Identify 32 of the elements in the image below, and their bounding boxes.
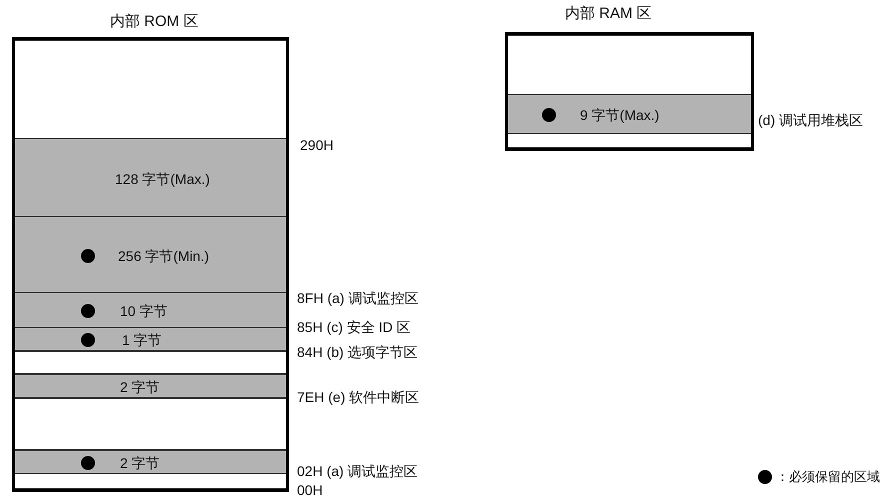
segment-size-label: 2 字节 [120,455,160,471]
required-marker-icon [81,304,95,318]
address-label: (d) 调试用堆栈区 [758,112,863,128]
memory-segment [508,94,751,134]
required-marker-icon [81,249,95,263]
address-label: 8FH (a) 调试监控区 [297,290,418,306]
address-label: 00H [297,482,323,498]
memory-segment [15,351,286,374]
memory-area-title: 内部 RAM 区 [565,6,652,22]
segment-size-label: 9 字节(Max.) [580,107,660,123]
memory-segment [15,138,286,217]
memory-segment [15,374,286,398]
address-label: 84H (b) 选项字节区 [297,344,418,360]
segment-size-label: 10 字节 [120,303,168,319]
address-label: 7EH (e) 软件中断区 [297,389,420,405]
segment-size-label: 1 字节 [122,332,162,348]
memory-segment [15,327,286,351]
segment-size-label: 256 字节(Min.) [118,248,210,264]
required-marker-icon [81,333,95,347]
memory-segment [15,450,286,474]
address-label: 85H (c) 安全 ID 区 [297,319,411,335]
memory-segment [15,216,286,293]
segment-size-label: 2 字节 [120,379,160,395]
memory-area-title: 内部 ROM 区 [110,14,198,30]
required-marker-icon [81,456,95,470]
legend-text: ：必须保留的区域 [776,469,880,485]
memory-segment [15,398,286,450]
memory-segment [15,292,286,328]
address-label: 02H (a) 调试监控区 [297,463,418,479]
address-label: 290H [300,137,334,153]
required-marker-icon [542,108,556,122]
segment-size-label: 128 字节(Max.) [115,171,210,187]
